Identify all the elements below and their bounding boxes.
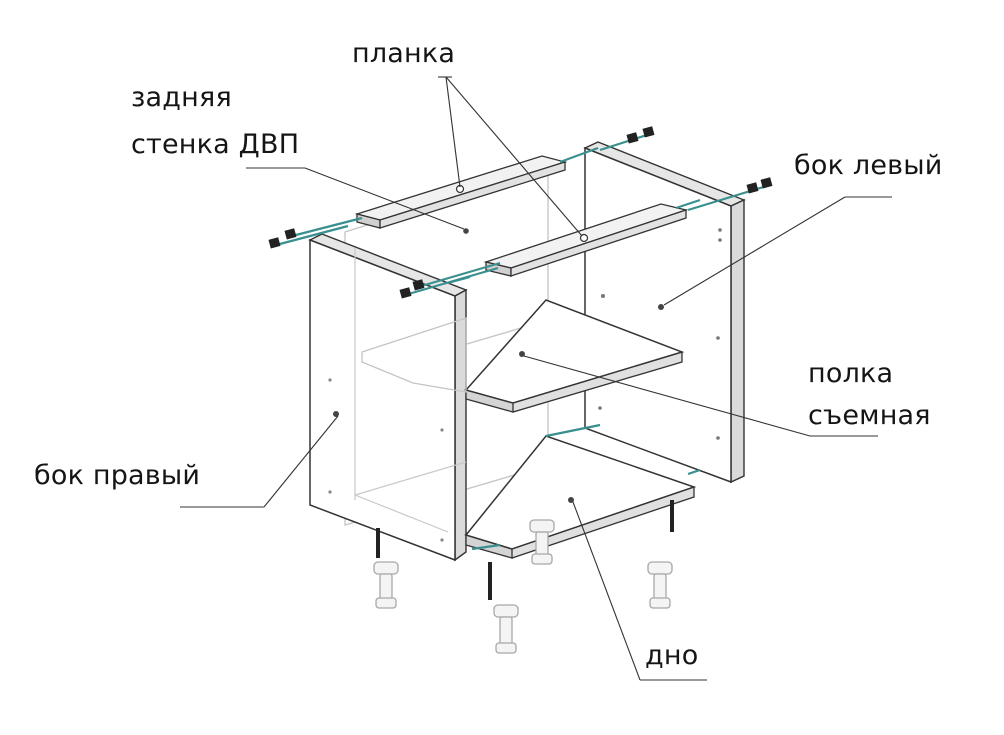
leader-lines xyxy=(180,76,892,681)
back-rail xyxy=(354,155,568,229)
label-left-side: бок левый xyxy=(794,150,943,181)
removable-shelf xyxy=(361,299,685,413)
label-planka: планка xyxy=(352,38,456,69)
label-shelf-line1: полка xyxy=(808,358,894,389)
back-panel-marker xyxy=(463,228,469,234)
label-back-panel-line1: задняя xyxy=(131,82,232,113)
left-side-panel xyxy=(583,141,746,484)
label-shelf-line2: съемная xyxy=(808,400,931,431)
screw-heads xyxy=(268,126,773,299)
hidden-edges xyxy=(354,248,467,533)
legs xyxy=(373,500,674,654)
label-bottom: дно xyxy=(645,640,699,671)
label-back-panel-line2: стенка ДВП xyxy=(131,129,300,160)
label-right-side: бок правый xyxy=(34,460,201,491)
right-side-panel xyxy=(308,233,468,562)
